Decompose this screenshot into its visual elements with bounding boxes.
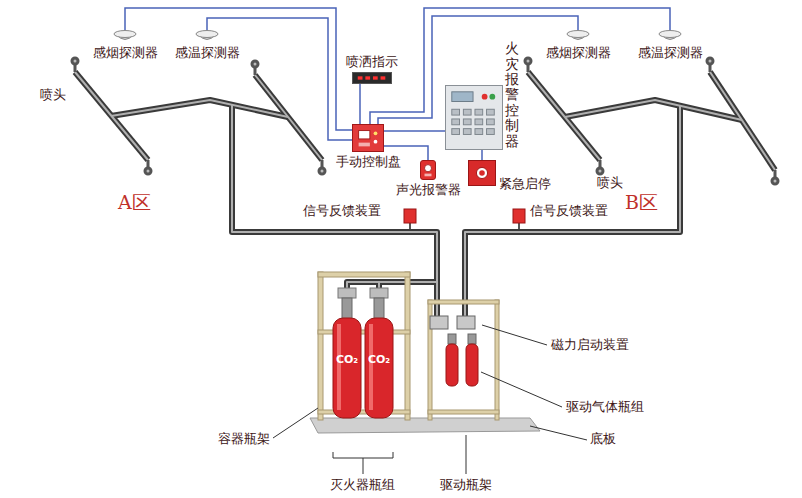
part-label: 驱动瓶架 [440, 478, 492, 493]
drive-frame [428, 300, 499, 420]
heat-detector: 感温探测器 [195, 30, 219, 42]
signal-feedback-device [404, 209, 525, 229]
zone-label: A区 [118, 192, 151, 214]
smoke-detector: 感烟探测器 [566, 30, 590, 42]
pipe-network [75, 72, 775, 318]
node-label: 火灾报警控制器 [505, 41, 519, 149]
panel-face [353, 125, 383, 151]
nozzle-label: 喷头 [40, 88, 66, 103]
part-label: 底板 [590, 432, 616, 447]
node-label: 声光报警器 [396, 183, 461, 198]
part-label: 驱动气体瓶组 [566, 400, 644, 415]
container-frame [318, 272, 410, 420]
part-label: 灭火器瓶组 [330, 478, 395, 493]
base-plate [310, 418, 540, 433]
display-symbol [353, 73, 391, 83]
node-label: 感温探测器 [638, 46, 703, 61]
heat-detector: 感温探测器 [658, 30, 682, 42]
leader-lines [273, 325, 587, 474]
signal-wire [370, 8, 670, 124]
zone-label: B区 [625, 192, 658, 214]
nozzles [72, 58, 778, 184]
signal-wire [125, 8, 352, 130]
part-label: 信号反馈装置 [303, 204, 381, 219]
node-label: 紧急启停 [499, 177, 551, 192]
node-label: 手动控制盘 [336, 155, 401, 170]
drive-gas-cylinders [446, 334, 478, 386]
sound-light-alarm: 声光报警器 [420, 160, 436, 180]
cylinder-label: CO₂ [333, 354, 361, 367]
detector-symbol [195, 30, 219, 42]
node-label: 感烟探测器 [93, 46, 158, 61]
magnetic-starters [430, 316, 475, 329]
signal-wire [207, 18, 352, 140]
smoke-detector: 感烟探测器 [113, 30, 137, 42]
node-label: 感温探测器 [175, 46, 240, 61]
alarm-controller: 火灾报警控制器 [445, 85, 503, 150]
detector-symbol [566, 30, 590, 42]
signal-wire [384, 131, 445, 132]
part-label: 容器瓶架 [218, 432, 270, 447]
cylinder-label: CO₂ [365, 354, 393, 367]
node-label: 喷洒指示 [346, 55, 398, 70]
manual-control-panel: 手动控制盘 [352, 124, 384, 152]
co2-cylinders [333, 288, 393, 418]
alarm-face [421, 161, 435, 179]
controller-face [446, 86, 502, 149]
part-label: 磁力启动装置 [551, 338, 629, 353]
node-label: 感烟探测器 [546, 46, 611, 61]
emergency-stop: 紧急启停 [468, 160, 496, 186]
part-label: 信号反馈装置 [530, 204, 608, 219]
signal-wire [482, 150, 483, 160]
signal-wire [360, 84, 361, 124]
detector-symbol [113, 30, 137, 42]
detector-symbol [658, 30, 682, 42]
estop-face [469, 161, 495, 185]
nozzle-label: 喷头 [597, 176, 623, 191]
spray-indicator: 喷洒指示 [352, 72, 392, 84]
